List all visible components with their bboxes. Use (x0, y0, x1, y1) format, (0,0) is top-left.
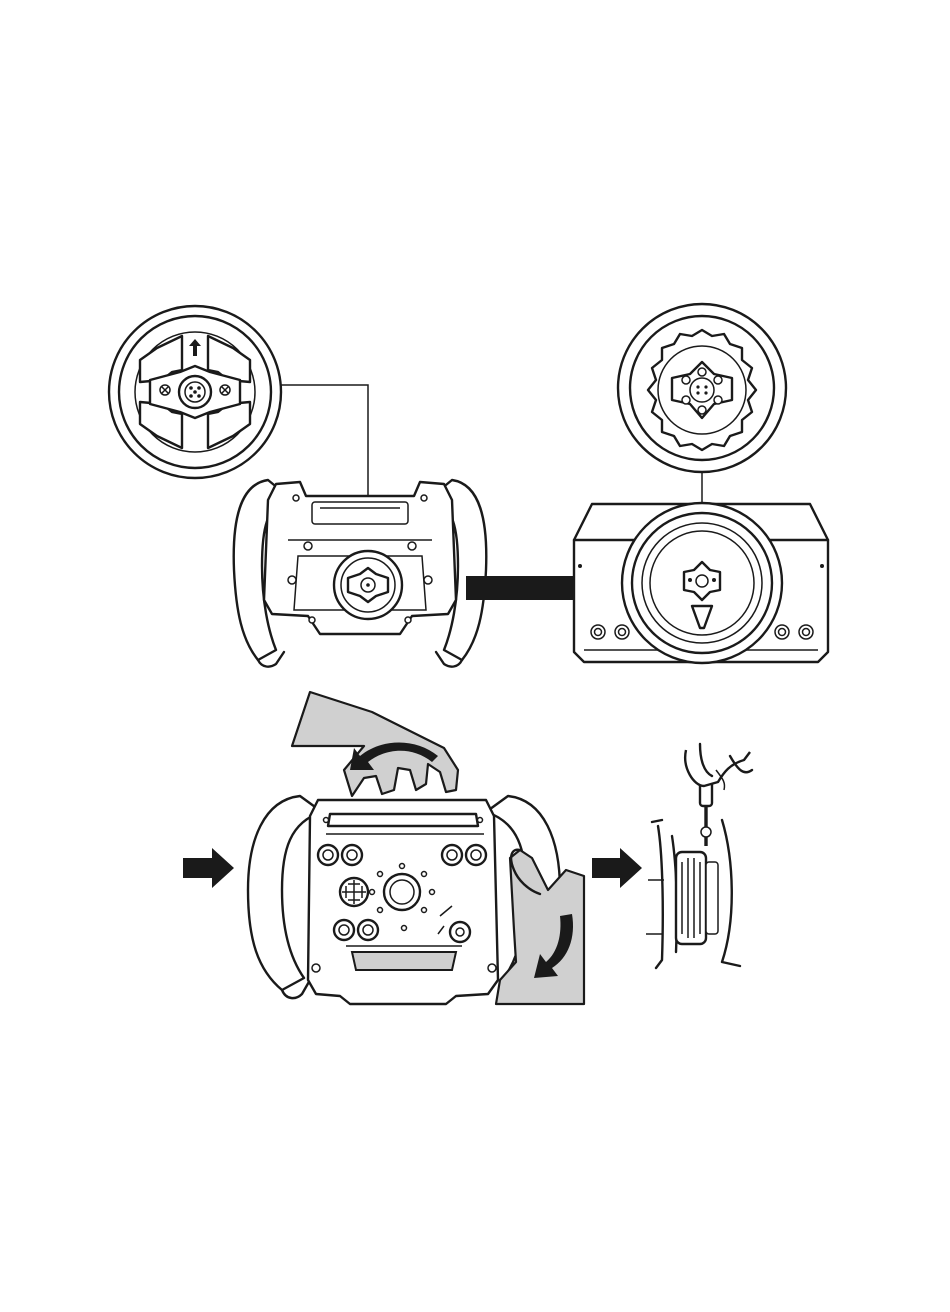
right-hand-rotate (496, 850, 584, 1004)
quick-release-adapter-detail (109, 306, 281, 478)
dpad-icon (340, 878, 368, 906)
wheel-base-front (574, 503, 828, 663)
left-hand-rotate (292, 692, 458, 796)
base-connector-detail (618, 304, 786, 472)
next-step-arrow (592, 848, 642, 888)
formula-wheel-rear (234, 480, 487, 667)
screwdriver-icon (700, 780, 712, 846)
screw-tightening-detail (646, 744, 752, 968)
entry-arrow (183, 848, 234, 888)
